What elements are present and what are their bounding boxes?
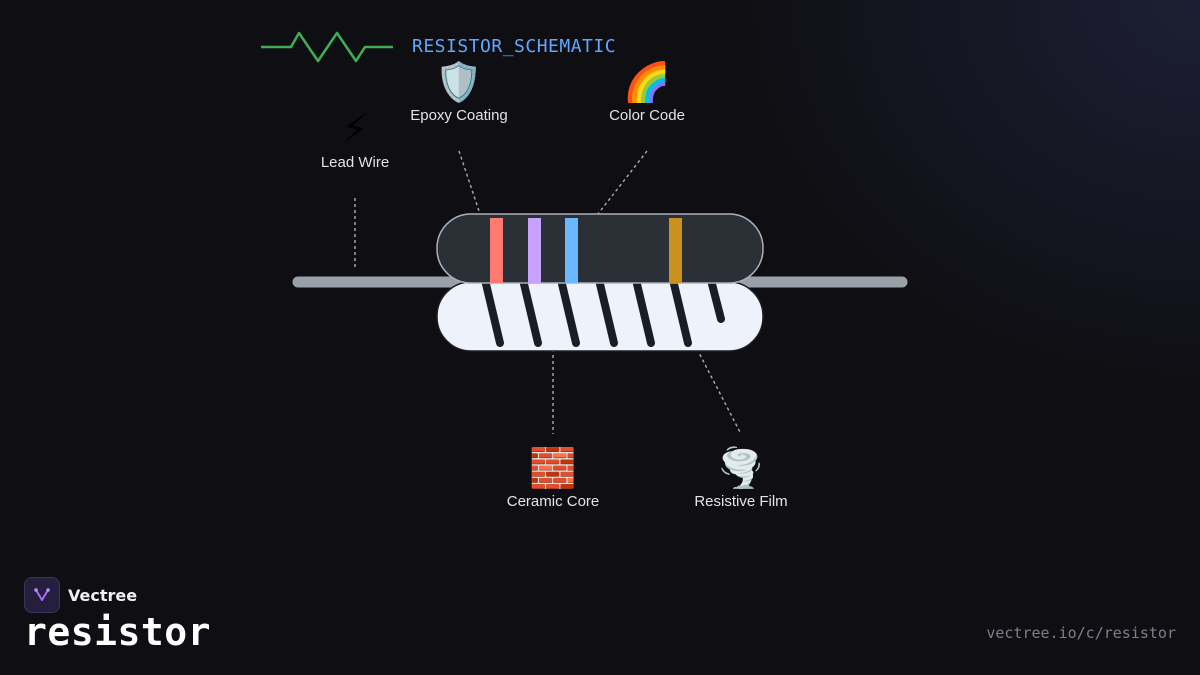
callout-label: Epoxy Coating [410,107,508,124]
brand: Vectree [24,577,137,613]
shield-icon: 🛡️ [435,60,483,104]
lightning-icon: ⚡ [341,107,369,151]
film-stripe [708,282,725,323]
color-bands [490,218,682,283]
page-heading: resistor [24,610,212,654]
leader-line-resistive-film [696,348,742,435]
leader-lines [354,150,742,435]
film-stripe [558,282,580,347]
callout-label: Lead Wire [320,154,390,171]
band-tolerance [669,218,682,283]
callout-lead-wire: ⚡ Lead Wire [275,108,435,171]
zigzag-resistor-symbol-icon [261,31,393,63]
leader-line-epoxy-coating [458,150,481,215]
callout-label: Resistive Film [694,493,788,510]
callout-color-code: 🌈 Color Code [567,61,727,124]
brick-icon: 🧱 [529,446,577,490]
film-stripe [482,282,504,347]
callout-ceramic-core: 🧱 Ceramic Core [473,447,633,510]
rainbow-icon: 🌈 [623,60,671,104]
schematic-title: RESISTOR_SCHEMATIC [412,36,617,57]
band-3 [565,218,578,283]
resistive-film-stripes [482,282,725,347]
callout-label: Ceramic Core [506,493,600,510]
callout-epoxy-coating: 🛡️ Epoxy Coating [379,61,539,124]
film-stripe [670,282,692,347]
page-url[interactable]: vectree.io/c/resistor [986,624,1176,642]
brand-name[interactable]: Vectree [68,585,138,605]
vectree-logo-icon[interactable] [24,577,60,613]
tornado-icon: 🌪️ [717,446,765,490]
band-1 [490,218,503,283]
leader-line-color-code [597,150,648,215]
band-2 [528,218,541,283]
film-stripe [520,282,542,347]
epoxy-coating-body [436,213,764,284]
callout-resistive-film: 🌪️ Resistive Film [661,447,821,510]
film-stripe [596,282,618,347]
callout-label: Color Code [609,107,685,124]
film-stripe [633,282,655,347]
